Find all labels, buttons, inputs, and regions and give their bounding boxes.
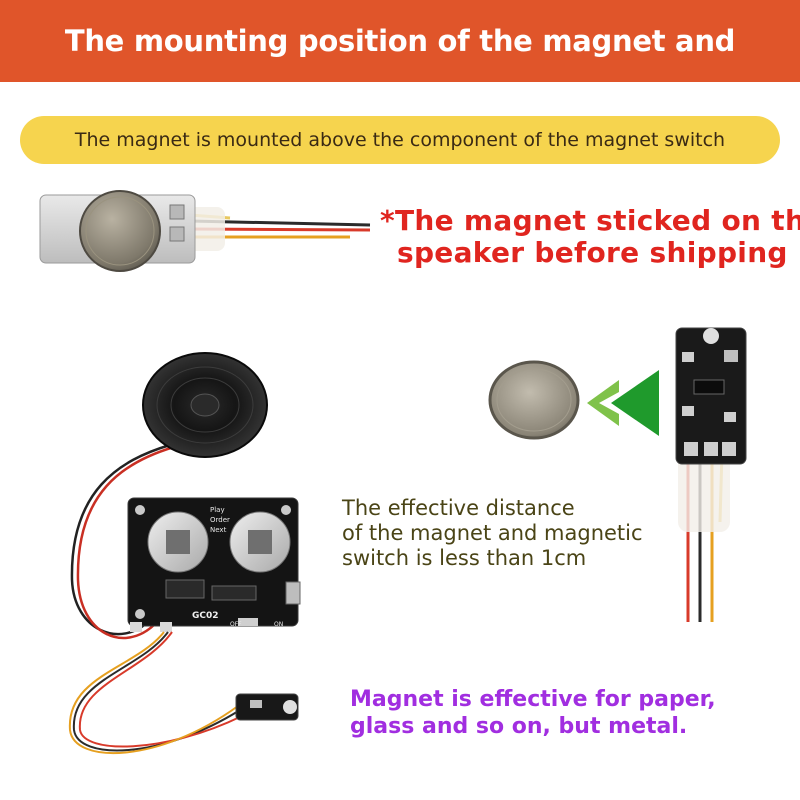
board-silk-play: Play [210,506,225,514]
magnet-switch-with-magnet-photo [39,190,371,272]
board-switch-off: OFF [230,621,242,628]
page-title: The mounting position of the magnet and … [64,24,736,140]
arrow-left-icon [587,370,659,436]
board-silk-order: Order [210,516,230,524]
subheader-pill: The magnet is mounted above the componen… [20,116,780,164]
distance-note-line2: of the magnet and magnetic [342,521,643,545]
magnet-disc-photo [488,360,580,440]
shipping-note-line2: speaker before shipping [397,236,788,269]
material-note: Magnet is effective for paper, glass and… [350,686,770,740]
shipping-note-line1: *The magnet sticked on the [380,204,800,237]
shipping-note: *The magnet sticked on the speaker befor… [380,204,800,269]
sound-module-assembly-photo: Play Order Next GC02 OFF ON [68,352,301,754]
material-note-line1: Magnet is effective for paper, [350,687,716,712]
magnet-switch-photo [675,327,747,622]
board-switch-on: ON [274,621,283,628]
distance-note-line3: switch is less than 1cm [342,546,587,570]
subheader-text: The magnet is mounted above the componen… [74,129,726,151]
distance-note-line1: The effective distance [342,496,575,520]
material-note-line2: glass and so on, but metal. [350,714,688,739]
header-banner: The mounting position of the magnet and … [0,0,800,140]
distance-note: The effective distance of the magnet and… [342,496,682,571]
board-model-label: GC02 [192,611,219,621]
board-silk-next: Next [210,526,227,534]
